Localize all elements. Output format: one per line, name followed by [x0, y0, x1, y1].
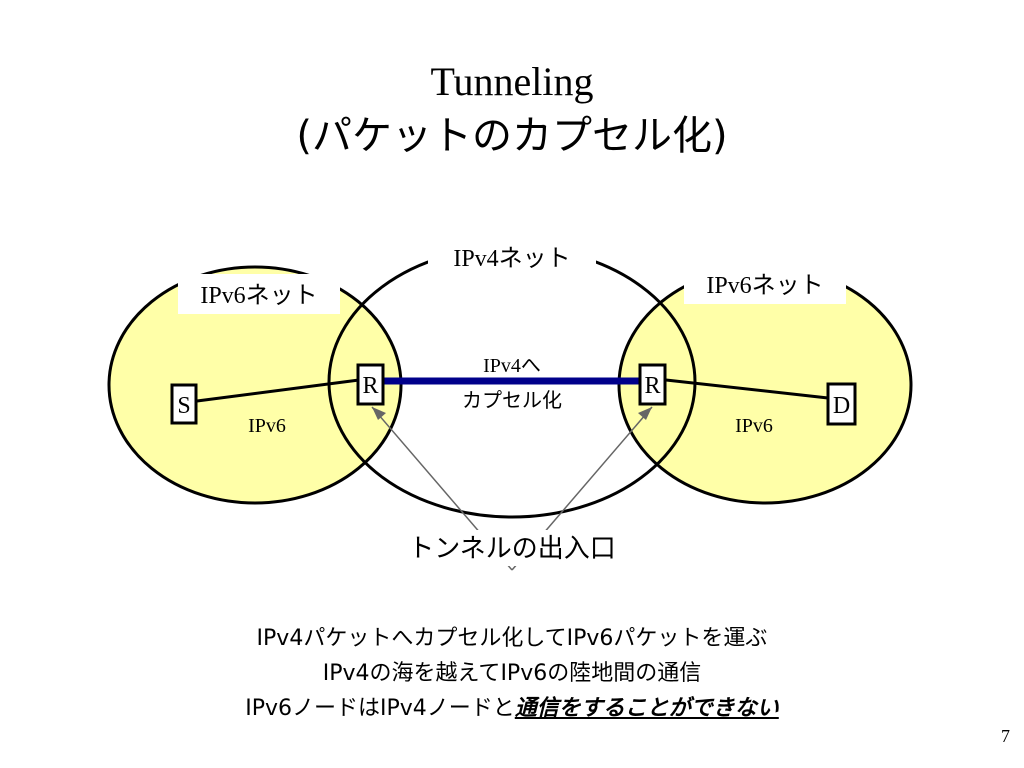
slide-subtitle: (パケットのカプセル化) — [296, 113, 728, 159]
note-line-3-prefix: IPv6ノードはIPv4ノードと — [245, 696, 515, 721]
note-line-3: IPv6ノードはIPv4ノードと通信をすることができない — [0, 694, 1024, 724]
pointer-arrow-left — [372, 407, 386, 420]
router-left-box — [356, 363, 385, 406]
tunnel-endpoint-label: トンネルの出入口 — [408, 534, 615, 564]
slide-title: Tunneling — [430, 59, 594, 104]
source-node-box — [170, 383, 198, 425]
router-right-label: R — [644, 373, 660, 399]
note-line-3-emphasis: 通信をすることができない — [514, 696, 779, 721]
ipv6-right-label-bg — [684, 264, 846, 304]
link-r-to-d — [665, 378, 829, 400]
router-right-box — [638, 363, 667, 406]
note-line-1: IPv4パケットへカプセル化してIPv6パケットを運ぶ — [256, 626, 768, 651]
destination-node-label: D — [833, 393, 850, 419]
ipv6-network-left — [107, 265, 403, 505]
note-line-2: IPv4の海を越えてIPv6の陸地間の通信 — [322, 661, 702, 686]
tunnel-label-line1: IPv4へ — [483, 355, 541, 377]
link-s-to-r — [196, 378, 360, 403]
router-left-label: R — [362, 373, 378, 399]
destination-node-box — [826, 382, 857, 426]
tunnel-endpoint-label-bg — [375, 530, 647, 566]
right-link-label: IPv6 — [735, 415, 773, 437]
ipv4-label-bg — [428, 236, 596, 276]
page-number: 7 — [1001, 726, 1010, 746]
tunnel-label-line2: カプセル化 — [462, 388, 562, 412]
ipv4-network-label: IPv4ネット — [453, 246, 570, 272]
ipv6-left-network-label: IPv6ネット — [200, 283, 317, 309]
ipv6-left-label-bg — [178, 274, 340, 314]
pointer-arrow-right — [638, 407, 652, 420]
left-link-label: IPv6 — [248, 415, 286, 437]
ipv6-right-network-label: IPv6ネット — [706, 273, 823, 299]
source-node-label: S — [177, 393, 190, 419]
